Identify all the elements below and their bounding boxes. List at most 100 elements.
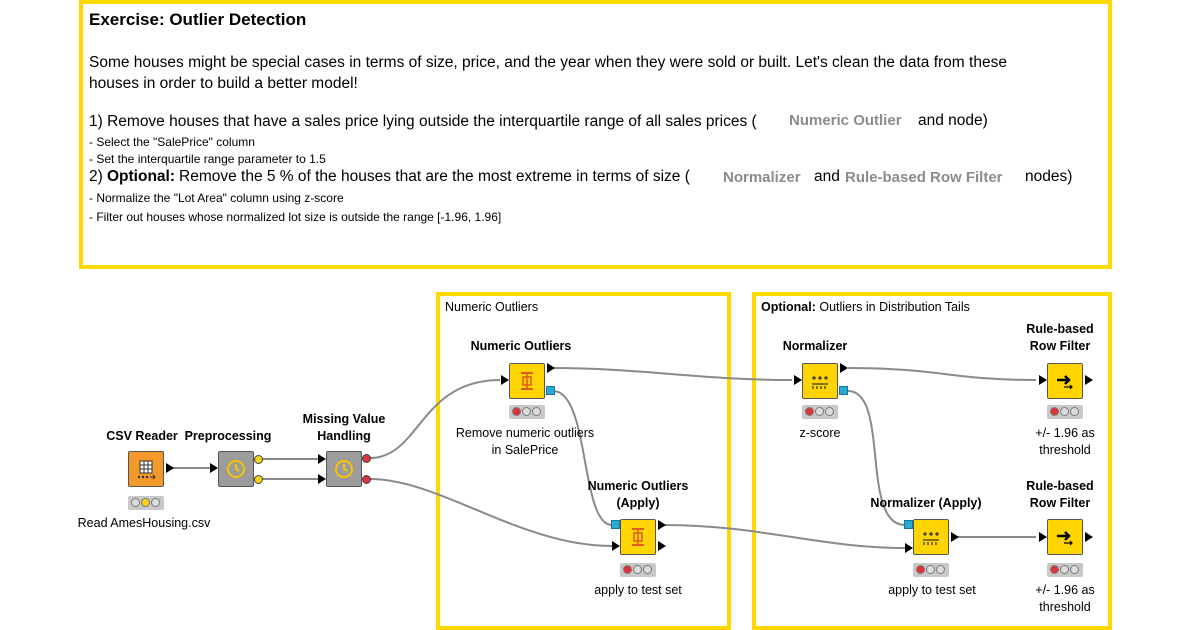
exercise-step2-node2: Rule-based Row Filter: [845, 169, 1003, 186]
numeric-outliers-status: [509, 405, 545, 419]
optional-box-label-rest: Outliers in Distribution Tails: [819, 300, 970, 314]
status-light-yellow: [141, 498, 150, 507]
normalizer-apply-status: [913, 563, 949, 577]
status-light-off: [1070, 565, 1079, 574]
connection-numeric-apply-normalizer-apply: [663, 524, 906, 549]
normalizer-apply-output-port[interactable]: [951, 532, 959, 542]
exercise-step2-node1: Normalizer: [723, 169, 801, 186]
normalizer-apply-model-in-port[interactable]: [904, 520, 913, 529]
numeric-outliers-apply-input-port[interactable]: [612, 541, 620, 551]
exercise-annotation[interactable]: Exercise: Outlier Detection Some houses …: [79, 0, 1112, 269]
numeric-outliers-apply-status: [620, 563, 656, 577]
rule-filter-2-title-line2: Row Filter: [1029, 496, 1091, 510]
numeric-outliers-apply-title-line2: (Apply): [616, 496, 660, 510]
status-light-red: [1050, 565, 1059, 574]
normalize-icon: [803, 364, 837, 398]
exercise-step2-sub1: - Normalize the "Lot Area" column using …: [89, 191, 344, 205]
normalizer-apply-desc: apply to test set: [888, 583, 976, 597]
missing-value-output-port-2[interactable]: [362, 475, 371, 484]
exercise-step2-prefix: 2): [89, 168, 103, 185]
numeric-outliers-apply-output-port-1[interactable]: [658, 520, 666, 530]
exercise-step2-sub2: - Filter out houses whose normalized lot…: [89, 210, 502, 224]
rule-filter-2-output-port[interactable]: [1085, 532, 1093, 542]
missing-value-title-line1: Missing Value: [302, 412, 386, 426]
missing-value-title-line2: Handling: [317, 429, 371, 443]
status-light-off: [815, 407, 824, 416]
rule-filter-1-title-line2: Row Filter: [1029, 339, 1091, 353]
rule-filter-2-node[interactable]: [1047, 519, 1083, 555]
normalize-icon: [914, 520, 948, 554]
exercise-step2-optional: Optional:: [107, 168, 176, 185]
numeric-outliers-apply-model-in-port[interactable]: [611, 520, 620, 529]
normalizer-input-port[interactable]: [794, 375, 802, 385]
exercise-title: Exercise: Outlier Detection: [89, 10, 307, 29]
normalizer-desc: z-score: [799, 426, 841, 440]
rule-filter-1-node[interactable]: [1047, 363, 1083, 399]
optional-box-label: Optional: Outliers in Distribution Tails: [761, 300, 970, 314]
exercise-intro-line1: Some houses might be special cases in te…: [89, 54, 1007, 71]
numeric-outliers-desc-line2: in SalePrice: [491, 443, 559, 457]
normalizer-status: [802, 405, 838, 419]
numeric-outliers-apply-title-line1: Numeric Outliers: [587, 479, 689, 493]
normalizer-title: Normalizer: [782, 339, 848, 353]
connection-normalizer-model-apply: [847, 390, 906, 526]
rule-filter-2-input-port[interactable]: [1039, 532, 1047, 542]
exercise-step1-sub2: - Set the interquartile range parameter …: [89, 152, 326, 166]
numeric-outliers-input-port[interactable]: [501, 375, 509, 385]
exercise-step2-and: and: [814, 168, 840, 185]
status-light-off: [926, 565, 935, 574]
numeric-outliers-box-label: Numeric Outliers: [445, 300, 539, 314]
status-light-off: [825, 407, 834, 416]
numeric-outliers-desc-line1: Remove numeric outliers: [455, 426, 595, 440]
status-light-off: [151, 498, 160, 507]
table-arrow-icon: [129, 452, 163, 486]
missing-value-output-port-1[interactable]: [362, 454, 371, 463]
preprocessing-input-port[interactable]: [210, 463, 218, 473]
status-light-off: [131, 498, 140, 507]
csv-reader-node[interactable]: [128, 451, 164, 487]
exercise-intro-line2: houses in order to build a better model!: [89, 75, 358, 92]
preprocessing-output-port-1[interactable]: [254, 455, 263, 464]
normalizer-output-port[interactable]: [840, 363, 848, 373]
exercise-step1-node: Numeric Outlier: [789, 112, 902, 129]
numeric-outliers-apply-node[interactable]: [620, 519, 656, 555]
connection-numeric-model-apply: [552, 390, 613, 526]
numeric-outliers-model-port[interactable]: [546, 386, 555, 395]
numeric-outliers-title: Numeric Outliers: [470, 339, 572, 353]
numeric-outliers-annotation[interactable]: Numeric Outliers: [436, 292, 731, 630]
rule-filter-1-title-line1: Rule-based: [1026, 322, 1094, 336]
normalizer-model-port[interactable]: [839, 386, 848, 395]
normalizer-apply-node[interactable]: [913, 519, 949, 555]
filter-arrow-icon: [1048, 364, 1082, 398]
missing-value-node[interactable]: [326, 451, 362, 487]
numeric-outliers-node[interactable]: [509, 363, 545, 399]
missing-value-input-port-2[interactable]: [318, 474, 326, 484]
exercise-step1-sub1: - Select the "SalePrice" column: [89, 135, 255, 149]
rule-filter-2-desc-line2: threshold: [1039, 600, 1091, 614]
missing-value-input-port-1[interactable]: [318, 454, 326, 464]
csv-reader-desc: Read AmesHousing.csv: [77, 516, 211, 530]
optional-tails-annotation[interactable]: Optional: Outliers in Distribution Tails: [752, 292, 1112, 630]
preprocessing-output-port-2[interactable]: [254, 475, 263, 484]
numeric-outliers-output-port[interactable]: [547, 363, 555, 373]
status-light-off: [522, 407, 531, 416]
normalizer-apply-input-port[interactable]: [905, 543, 913, 553]
rule-filter-2-status: [1047, 563, 1083, 577]
rule-filter-2-title-line1: Rule-based: [1026, 479, 1094, 493]
csv-reader-output-port[interactable]: [166, 463, 174, 473]
preprocessing-node[interactable]: [218, 451, 254, 487]
status-light-off: [633, 565, 642, 574]
rule-filter-1-output-port[interactable]: [1085, 375, 1093, 385]
status-light-off: [936, 565, 945, 574]
status-light-red: [805, 407, 814, 416]
rule-filter-1-desc-line1: +/- 1.96 as: [1035, 426, 1095, 440]
csv-reader-title: CSV Reader: [106, 429, 178, 443]
status-light-off: [1060, 565, 1069, 574]
status-light-off: [532, 407, 541, 416]
normalizer-node[interactable]: [802, 363, 838, 399]
rule-filter-1-input-port[interactable]: [1039, 375, 1047, 385]
outlier-icon: [510, 364, 544, 398]
exercise-step2-end: nodes): [1025, 168, 1073, 185]
numeric-outliers-apply-output-port-2[interactable]: [658, 541, 666, 551]
